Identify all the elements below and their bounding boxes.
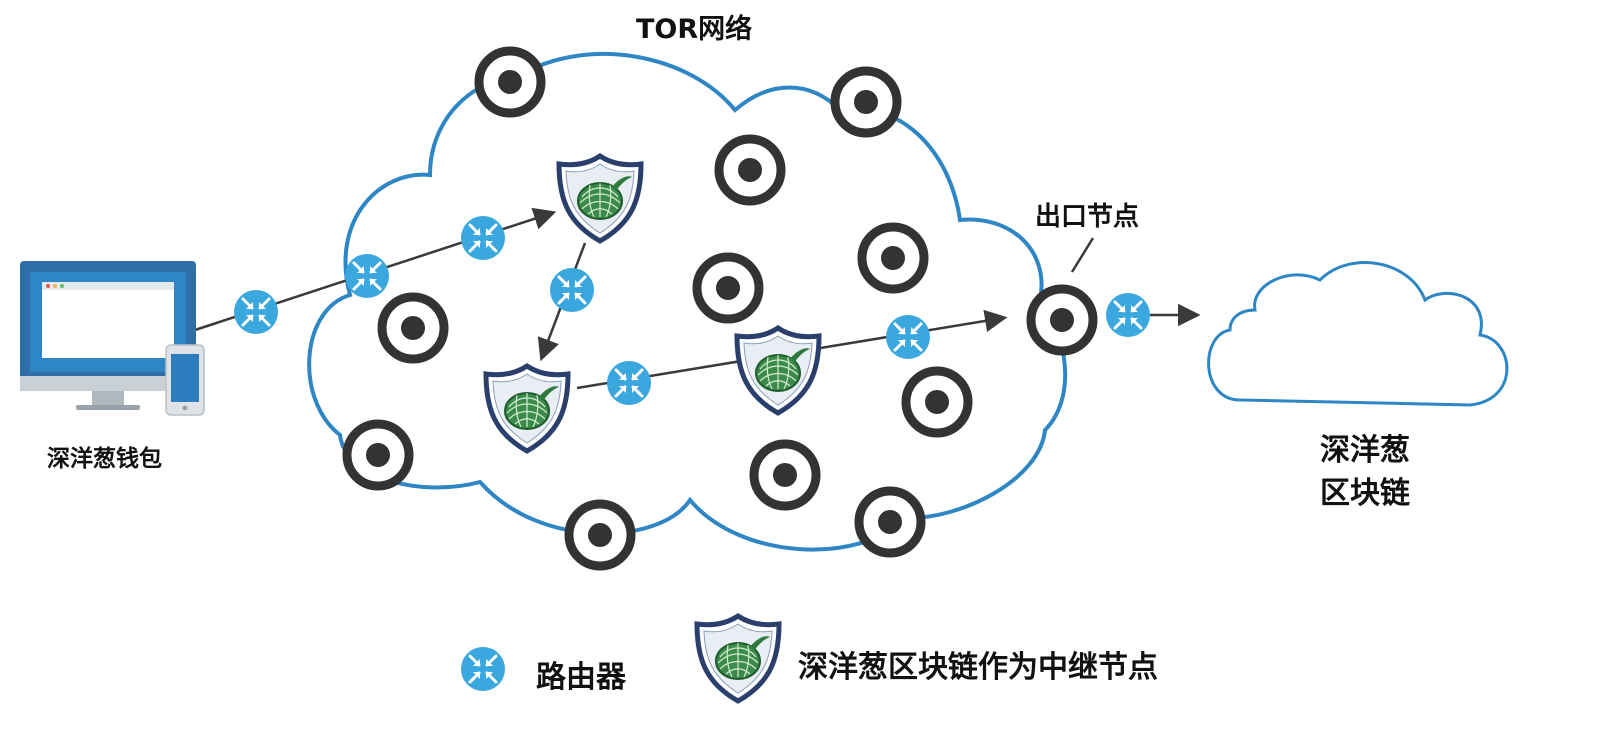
onion-shield-icon <box>486 366 568 451</box>
smartphone-icon <box>165 344 205 416</box>
onion-shield-icon <box>737 328 819 413</box>
exit-node-pointer <box>1070 237 1095 273</box>
exit-node-icon <box>1031 289 1093 351</box>
legend-router-icon <box>459 645 507 693</box>
router-icon <box>548 266 596 314</box>
router-icon <box>884 313 932 361</box>
blockchain-label-line1: 深洋葱 <box>1320 433 1410 468</box>
tor-node-icon <box>862 227 924 289</box>
tor-node-icon <box>569 504 631 566</box>
onion-shield-icon <box>559 156 641 241</box>
router-icon <box>1104 291 1152 339</box>
exit-node-label: 出口节点 <box>1035 202 1140 232</box>
tor-node-icon <box>479 51 541 113</box>
tor-node-icon <box>697 257 759 319</box>
router-icon <box>343 252 391 300</box>
tor-node-icon <box>754 444 816 506</box>
legend-onion-shield-icon <box>697 616 779 701</box>
tor-node-icon <box>347 424 409 486</box>
tor-node-icon <box>835 71 897 133</box>
tor-node-icon <box>719 139 781 201</box>
router-icon <box>459 214 507 262</box>
legend-router-label: 路由器 <box>536 660 626 695</box>
router-icon <box>605 359 653 407</box>
tor-node-icon <box>906 371 968 433</box>
network-title: TOR网络 <box>636 14 753 45</box>
wallet-label: 深洋葱钱包 <box>47 446 162 472</box>
desktop-monitor-icon <box>20 261 196 410</box>
blockchain-label-line2: 区块链 <box>1320 476 1410 511</box>
small-cloud-icon <box>1207 261 1509 407</box>
legend-relay-label: 深洋葱区块链作为中继节点 <box>798 650 1158 685</box>
tor-node-icon <box>859 491 921 553</box>
router-icon <box>232 288 280 336</box>
tor-node-icon <box>382 297 444 359</box>
